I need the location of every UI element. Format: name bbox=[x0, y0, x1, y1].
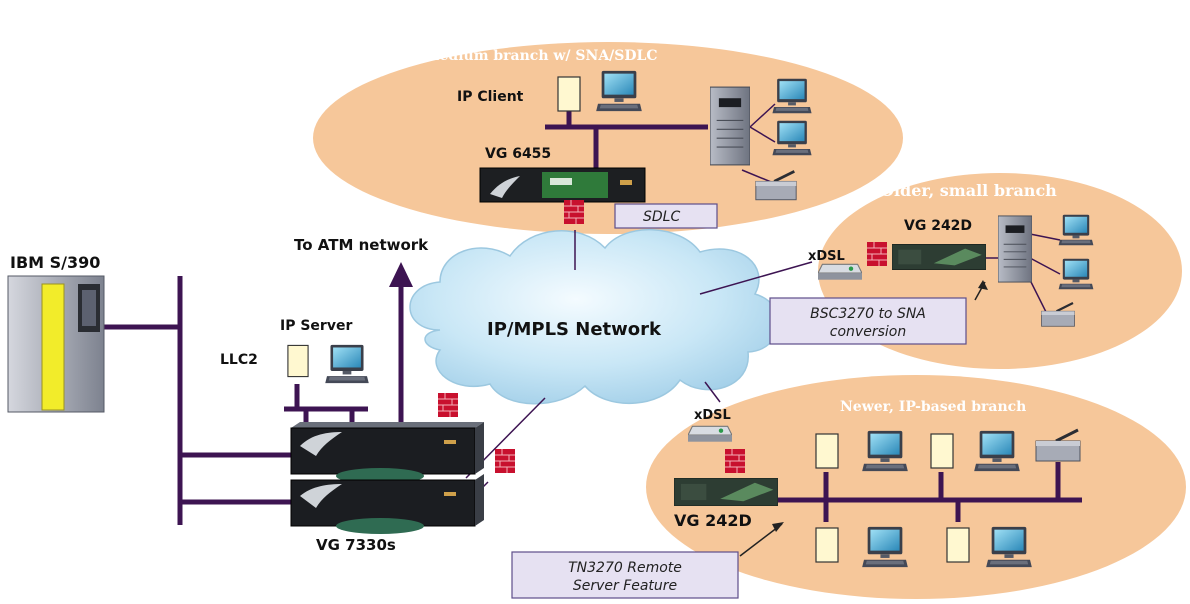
computer-icon bbox=[1058, 214, 1094, 246]
cloud-icon bbox=[409, 229, 780, 405]
medium-branch-ellipse bbox=[313, 42, 903, 234]
computer-icon bbox=[1058, 258, 1094, 290]
vg242d-bottom-label: VG 242D bbox=[674, 511, 752, 530]
modem-icon bbox=[688, 425, 732, 443]
computer-icon bbox=[596, 70, 642, 112]
to-atm-label: To ATM network bbox=[294, 236, 429, 254]
firewall-icon bbox=[494, 448, 516, 474]
client-box-icon bbox=[930, 433, 954, 469]
computer-icon bbox=[325, 344, 369, 384]
firewall-icon bbox=[437, 392, 459, 418]
tn-pointer-head bbox=[772, 522, 784, 532]
ip-server-label: IP Server bbox=[280, 318, 352, 334]
ip-client-box-icon bbox=[557, 76, 581, 112]
xdsl-bottom-label: xDSL bbox=[694, 408, 731, 423]
computer-icon bbox=[772, 78, 812, 114]
bsc-label-line1: BSC3270 to SNA bbox=[810, 306, 926, 322]
vg7330-router-icon bbox=[290, 474, 484, 534]
sdlc-label: SDLC bbox=[643, 209, 680, 225]
network-label: IP/MPLS Network bbox=[487, 319, 662, 340]
server-icon bbox=[710, 86, 750, 166]
computer-icon bbox=[986, 526, 1032, 568]
tn3270-label-line2: Server Feature bbox=[573, 578, 677, 594]
vg242d-router-icon bbox=[892, 244, 986, 270]
client-box-icon bbox=[815, 433, 839, 469]
older-branch-title: Older, small branch bbox=[880, 181, 1057, 200]
newer-branch-title: Newer, IP-based branch bbox=[840, 399, 1026, 415]
vg6455-router-icon bbox=[479, 167, 646, 203]
bsc-callout bbox=[769, 297, 967, 345]
computer-icon bbox=[862, 430, 908, 472]
firewall-icon bbox=[563, 199, 585, 225]
modem-icon bbox=[818, 263, 862, 281]
atm-arrow-icon bbox=[389, 262, 413, 287]
sdlc-callout bbox=[614, 203, 718, 229]
llc2-label: LLC2 bbox=[220, 352, 258, 368]
newer-branch-ellipse bbox=[646, 375, 1186, 599]
vg7330-router-icon bbox=[290, 422, 484, 484]
vg6455-label: VG 6455 bbox=[485, 146, 551, 162]
bsc-label-line2: conversion bbox=[830, 324, 906, 340]
mainframe-icon bbox=[7, 275, 105, 413]
firewall-icon bbox=[724, 448, 746, 474]
computer-icon bbox=[772, 120, 812, 156]
server-icon bbox=[998, 215, 1032, 283]
ip-server-box-icon bbox=[287, 344, 309, 378]
vg7330s-label: VG 7330s bbox=[316, 536, 396, 554]
ibm-label: IBM S/390 bbox=[10, 253, 100, 272]
firewall-icon bbox=[866, 241, 888, 267]
client-box-icon bbox=[815, 527, 839, 563]
vg242d-router-icon bbox=[674, 478, 778, 506]
computer-icon bbox=[862, 526, 908, 568]
ip-client-label: IP Client bbox=[457, 89, 524, 105]
bus-lines bbox=[102, 108, 1082, 525]
client-box-icon bbox=[946, 527, 970, 563]
computer-icon bbox=[974, 430, 1020, 472]
tn3270-label-line1: TN3270 Remote bbox=[568, 560, 682, 576]
tn3270-callout bbox=[511, 551, 739, 599]
medium-branch-title: Medium branch w/ SNA/SDLC bbox=[424, 48, 658, 64]
xdsl-top-label: xDSL bbox=[808, 249, 845, 264]
vg242d-top-label: VG 242D bbox=[904, 218, 972, 234]
bsc-pointer-head bbox=[978, 280, 988, 290]
